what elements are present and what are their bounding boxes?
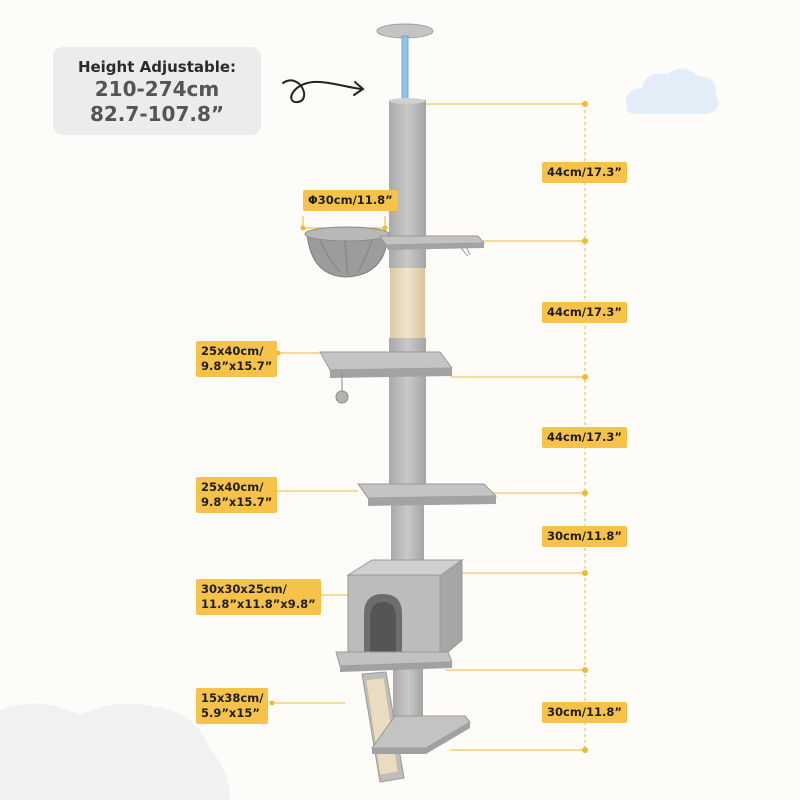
- spacing-label-1: 44cm/17.3”: [542, 162, 627, 183]
- pompom-toy-icon: [335, 390, 349, 404]
- spacing-label-2: 44cm/17.3”: [542, 302, 627, 323]
- background-decor: [0, 68, 719, 800]
- cloud-icon: [625, 68, 719, 114]
- platform-upper: [319, 351, 453, 371]
- condo-door-inner: [370, 602, 396, 652]
- platform-lower-label: 25x40cm/ 9.8”x15.7”: [196, 477, 278, 513]
- floor-mound: [0, 703, 230, 800]
- basket-rim: [304, 226, 390, 242]
- platform-lower-edge: [368, 496, 496, 506]
- platform-top-fringe: [459, 245, 471, 257]
- condo-size-label: 30x30x25cm/ 11.8”x11.8”x9.8”: [196, 579, 321, 615]
- hammock-basket: [306, 231, 389, 278]
- condo-side: [439, 559, 463, 661]
- condo-base-edge: [340, 662, 452, 672]
- base-plate-edge: [372, 722, 470, 754]
- platform-upper-edge: [330, 368, 452, 378]
- platform-top-edge: [386, 243, 484, 250]
- platform-upper-label: 25x40cm/ 9.8”x15.7”: [196, 341, 278, 377]
- spacing-label-4: 30cm/11.8”: [542, 526, 627, 547]
- ramp-size-label: 15x38cm/ 5.9”x15”: [196, 688, 269, 724]
- basket-folds: [319, 239, 373, 275]
- spacing-label-3: 44cm/17.3”: [542, 427, 627, 448]
- height-title: Height Adjustable:: [77, 58, 237, 76]
- height-info-box: Height Adjustable: 210-274cm 82.7-107.8”: [53, 47, 261, 135]
- height-imperial: 82.7-107.8”: [89, 102, 225, 126]
- cat-tree: [304, 23, 498, 783]
- sisal-post: [390, 268, 425, 338]
- spacing-label-5: 30cm/11.8”: [542, 702, 627, 723]
- curved-arrow-icon: [282, 79, 365, 104]
- basket-diameter-label: Φ30cm/11.8”: [303, 190, 398, 211]
- telescoping-rod: [401, 35, 409, 101]
- platform-lower: [357, 483, 498, 499]
- height-metric: 210-274cm: [94, 77, 220, 101]
- post-top: [389, 98, 425, 104]
